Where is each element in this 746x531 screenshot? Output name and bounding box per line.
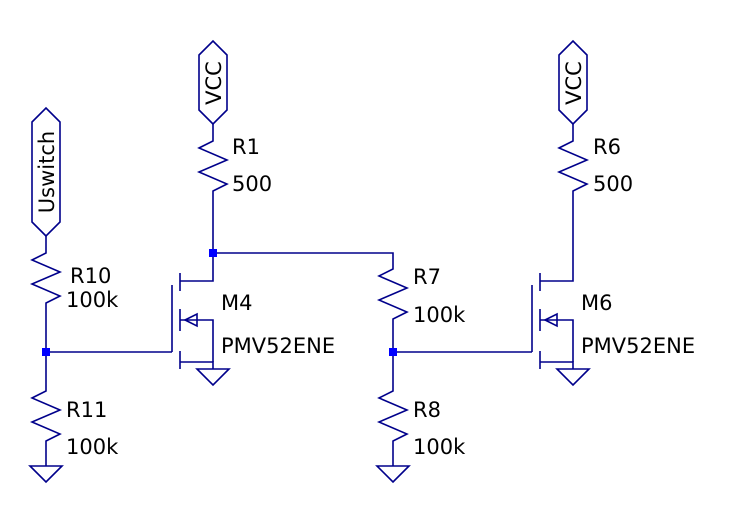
r11-ref: R11 — [66, 398, 107, 422]
vcc-port-left-label: VCC — [202, 61, 226, 105]
ground-symbol-r11 — [28, 465, 64, 484]
resistor-r11[interactable]: R11 100k — [29, 385, 119, 459]
r8-ref: R8 — [413, 398, 441, 422]
vcc-port-left[interactable]: VCC — [198, 39, 228, 126]
r7-ref: R7 — [413, 265, 441, 289]
r6-ref: R6 — [593, 135, 621, 159]
r7-value: 100k — [413, 303, 466, 327]
uswitch-port[interactable]: Uswitch — [31, 106, 61, 238]
ground-symbol-m4 — [195, 368, 231, 387]
r11-value: 100k — [66, 435, 119, 459]
mosfet-m4[interactable]: M4 PMV52ENE — [171, 273, 335, 369]
r10-value: 100k — [66, 288, 119, 312]
uswitch-port-label: Uswitch — [35, 131, 59, 213]
vcc-port-right-label: VCC — [562, 61, 586, 105]
resistor-r1[interactable]: R1 500 — [196, 135, 272, 197]
resistor-r8[interactable]: R8 100k — [376, 385, 466, 459]
m4-value: PMV52ENE — [221, 334, 335, 358]
junction-gate-m4 — [42, 348, 50, 356]
junction-drain-m4 — [209, 249, 217, 257]
wires — [45, 124, 574, 466]
r8-value: 100k — [413, 435, 466, 459]
junction-gate-m6 — [389, 348, 397, 356]
m4-ref: M4 — [221, 291, 252, 315]
resistor-r7[interactable]: R7 100k — [376, 263, 466, 327]
resistor-r6[interactable]: R6 500 — [556, 135, 633, 197]
r1-value: 500 — [232, 172, 272, 196]
ground-symbol-m6 — [555, 368, 591, 387]
m6-ref: M6 — [581, 291, 612, 315]
resistor-r10[interactable]: R10 100k — [29, 247, 119, 312]
r1-ref: R1 — [232, 135, 260, 159]
vcc-port-right[interactable]: VCC — [558, 39, 588, 126]
ground-symbol-r8 — [375, 465, 411, 484]
r6-value: 500 — [593, 172, 633, 196]
m6-value: PMV52ENE — [581, 334, 695, 358]
mosfet-m6[interactable]: M6 PMV52ENE — [531, 273, 695, 369]
r10-ref: R10 — [70, 264, 111, 288]
